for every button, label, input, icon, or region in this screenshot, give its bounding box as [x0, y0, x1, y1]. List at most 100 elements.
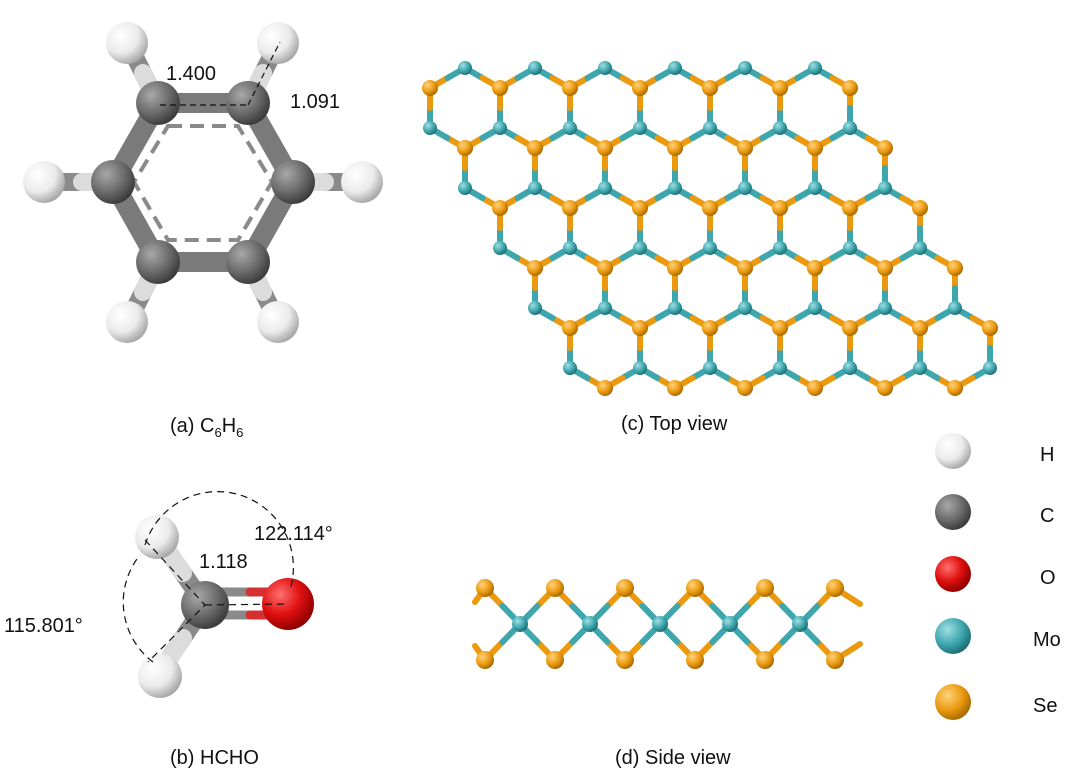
- se-atom: [527, 260, 543, 276]
- se-atom: [422, 80, 438, 96]
- lattice-bond: [844, 593, 863, 607]
- se-atom: [667, 140, 683, 156]
- mo-atom: [458, 61, 472, 75]
- se-atom: [826, 651, 844, 669]
- caption-a: (a) C6H6: [170, 415, 243, 440]
- formaldehyde-molecule: 1.118 122.114° 115.801°: [4, 491, 333, 698]
- se-atom: [476, 579, 494, 597]
- mo-atom: [983, 361, 997, 375]
- se-atom: [737, 140, 753, 156]
- se-atom: [756, 579, 774, 597]
- mo-atom: [913, 361, 927, 375]
- se-atom: [476, 651, 494, 669]
- mo-atom: [722, 616, 738, 632]
- mo-atom: [633, 121, 647, 135]
- se-atom: [562, 80, 578, 96]
- mo-atom: [528, 301, 542, 315]
- se-atom: [842, 80, 858, 96]
- mo-atom: [703, 241, 717, 255]
- se-atom: [457, 140, 473, 156]
- se-atom: [562, 200, 578, 216]
- se-atom: [756, 651, 774, 669]
- mose2-side-view: [472, 579, 863, 669]
- mo-atom: [598, 181, 612, 195]
- formaldehyde-oxygen: [262, 578, 314, 630]
- se-atom: [877, 140, 893, 156]
- mo-atom: [878, 181, 892, 195]
- se-atom: [597, 260, 613, 276]
- mo-atom: [633, 241, 647, 255]
- benzene-measure-lines: [160, 41, 281, 106]
- legend-swatch-se: [935, 684, 971, 720]
- se-atom: [632, 80, 648, 96]
- se-atom: [912, 320, 928, 336]
- benzene-ch-bond-length: 1.091: [290, 91, 340, 113]
- se-atom: [826, 579, 844, 597]
- mo-atom: [668, 61, 682, 75]
- legend-item-se: Se: [935, 684, 1057, 720]
- mo-atom: [738, 301, 752, 315]
- legend-label-h: H: [1040, 444, 1054, 466]
- mo-atom: [528, 181, 542, 195]
- se-atom: [597, 380, 613, 396]
- mo-atom: [913, 241, 927, 255]
- lattice-bond: [844, 641, 863, 655]
- formaldehyde-hydrogen-bottom: [138, 654, 182, 698]
- legend-swatch-o: [935, 556, 971, 592]
- mo-atom: [843, 121, 857, 135]
- mo-atom: [598, 61, 612, 75]
- caption-c: (c) Top view: [621, 413, 728, 435]
- se-atom: [772, 200, 788, 216]
- hydrogen-atoms: [23, 22, 383, 343]
- legend-item-h: H: [935, 433, 1054, 469]
- legend-swatch-h: [935, 433, 971, 469]
- se-atom: [527, 140, 543, 156]
- se-atom: [492, 200, 508, 216]
- mo-atom: [528, 61, 542, 75]
- mo-atom: [738, 181, 752, 195]
- legend-label-o: O: [1040, 567, 1056, 589]
- mo-atom: [703, 121, 717, 135]
- se-atom: [877, 260, 893, 276]
- se-atom: [702, 320, 718, 336]
- legend-item-c: C: [935, 494, 1054, 530]
- mo-atom: [582, 616, 598, 632]
- carbon-atoms: [91, 81, 315, 284]
- se-atom: [912, 200, 928, 216]
- legend-swatch-c: [935, 494, 971, 530]
- se-atom: [807, 380, 823, 396]
- top-view-atoms: [422, 61, 998, 396]
- se-atom: [772, 320, 788, 336]
- mo-atom: [773, 361, 787, 375]
- se-atom: [562, 320, 578, 336]
- se-atom: [632, 200, 648, 216]
- mo-atom: [792, 616, 808, 632]
- se-atom: [546, 651, 564, 669]
- formaldehyde-hydrogen-top: [135, 515, 179, 559]
- legend-label-se: Se: [1033, 695, 1057, 717]
- mo-atom: [458, 181, 472, 195]
- se-atom: [877, 380, 893, 396]
- legend-swatch-mo: [935, 618, 971, 654]
- legend-label-c: C: [1040, 505, 1054, 527]
- se-atom: [546, 579, 564, 597]
- se-atom: [616, 579, 634, 597]
- mo-atom: [808, 301, 822, 315]
- top-view-bonds: [427, 65, 993, 391]
- se-atom: [807, 260, 823, 276]
- aromatic-ring: [131, 124, 275, 242]
- mo-atom: [512, 616, 528, 632]
- se-atom: [667, 260, 683, 276]
- mo-atom: [493, 121, 507, 135]
- benzene-molecule: 1.400 1.091: [23, 22, 383, 343]
- hcho-hco-angle: 122.114°: [254, 523, 333, 545]
- se-atom: [632, 320, 648, 336]
- hcho-hch-angle: 115.801°: [4, 615, 83, 637]
- se-atom: [947, 260, 963, 276]
- mo-atom: [668, 181, 682, 195]
- se-atom: [667, 380, 683, 396]
- mo-atom: [563, 121, 577, 135]
- mo-atom: [843, 361, 857, 375]
- legend: H C O Mo Se: [935, 433, 1061, 720]
